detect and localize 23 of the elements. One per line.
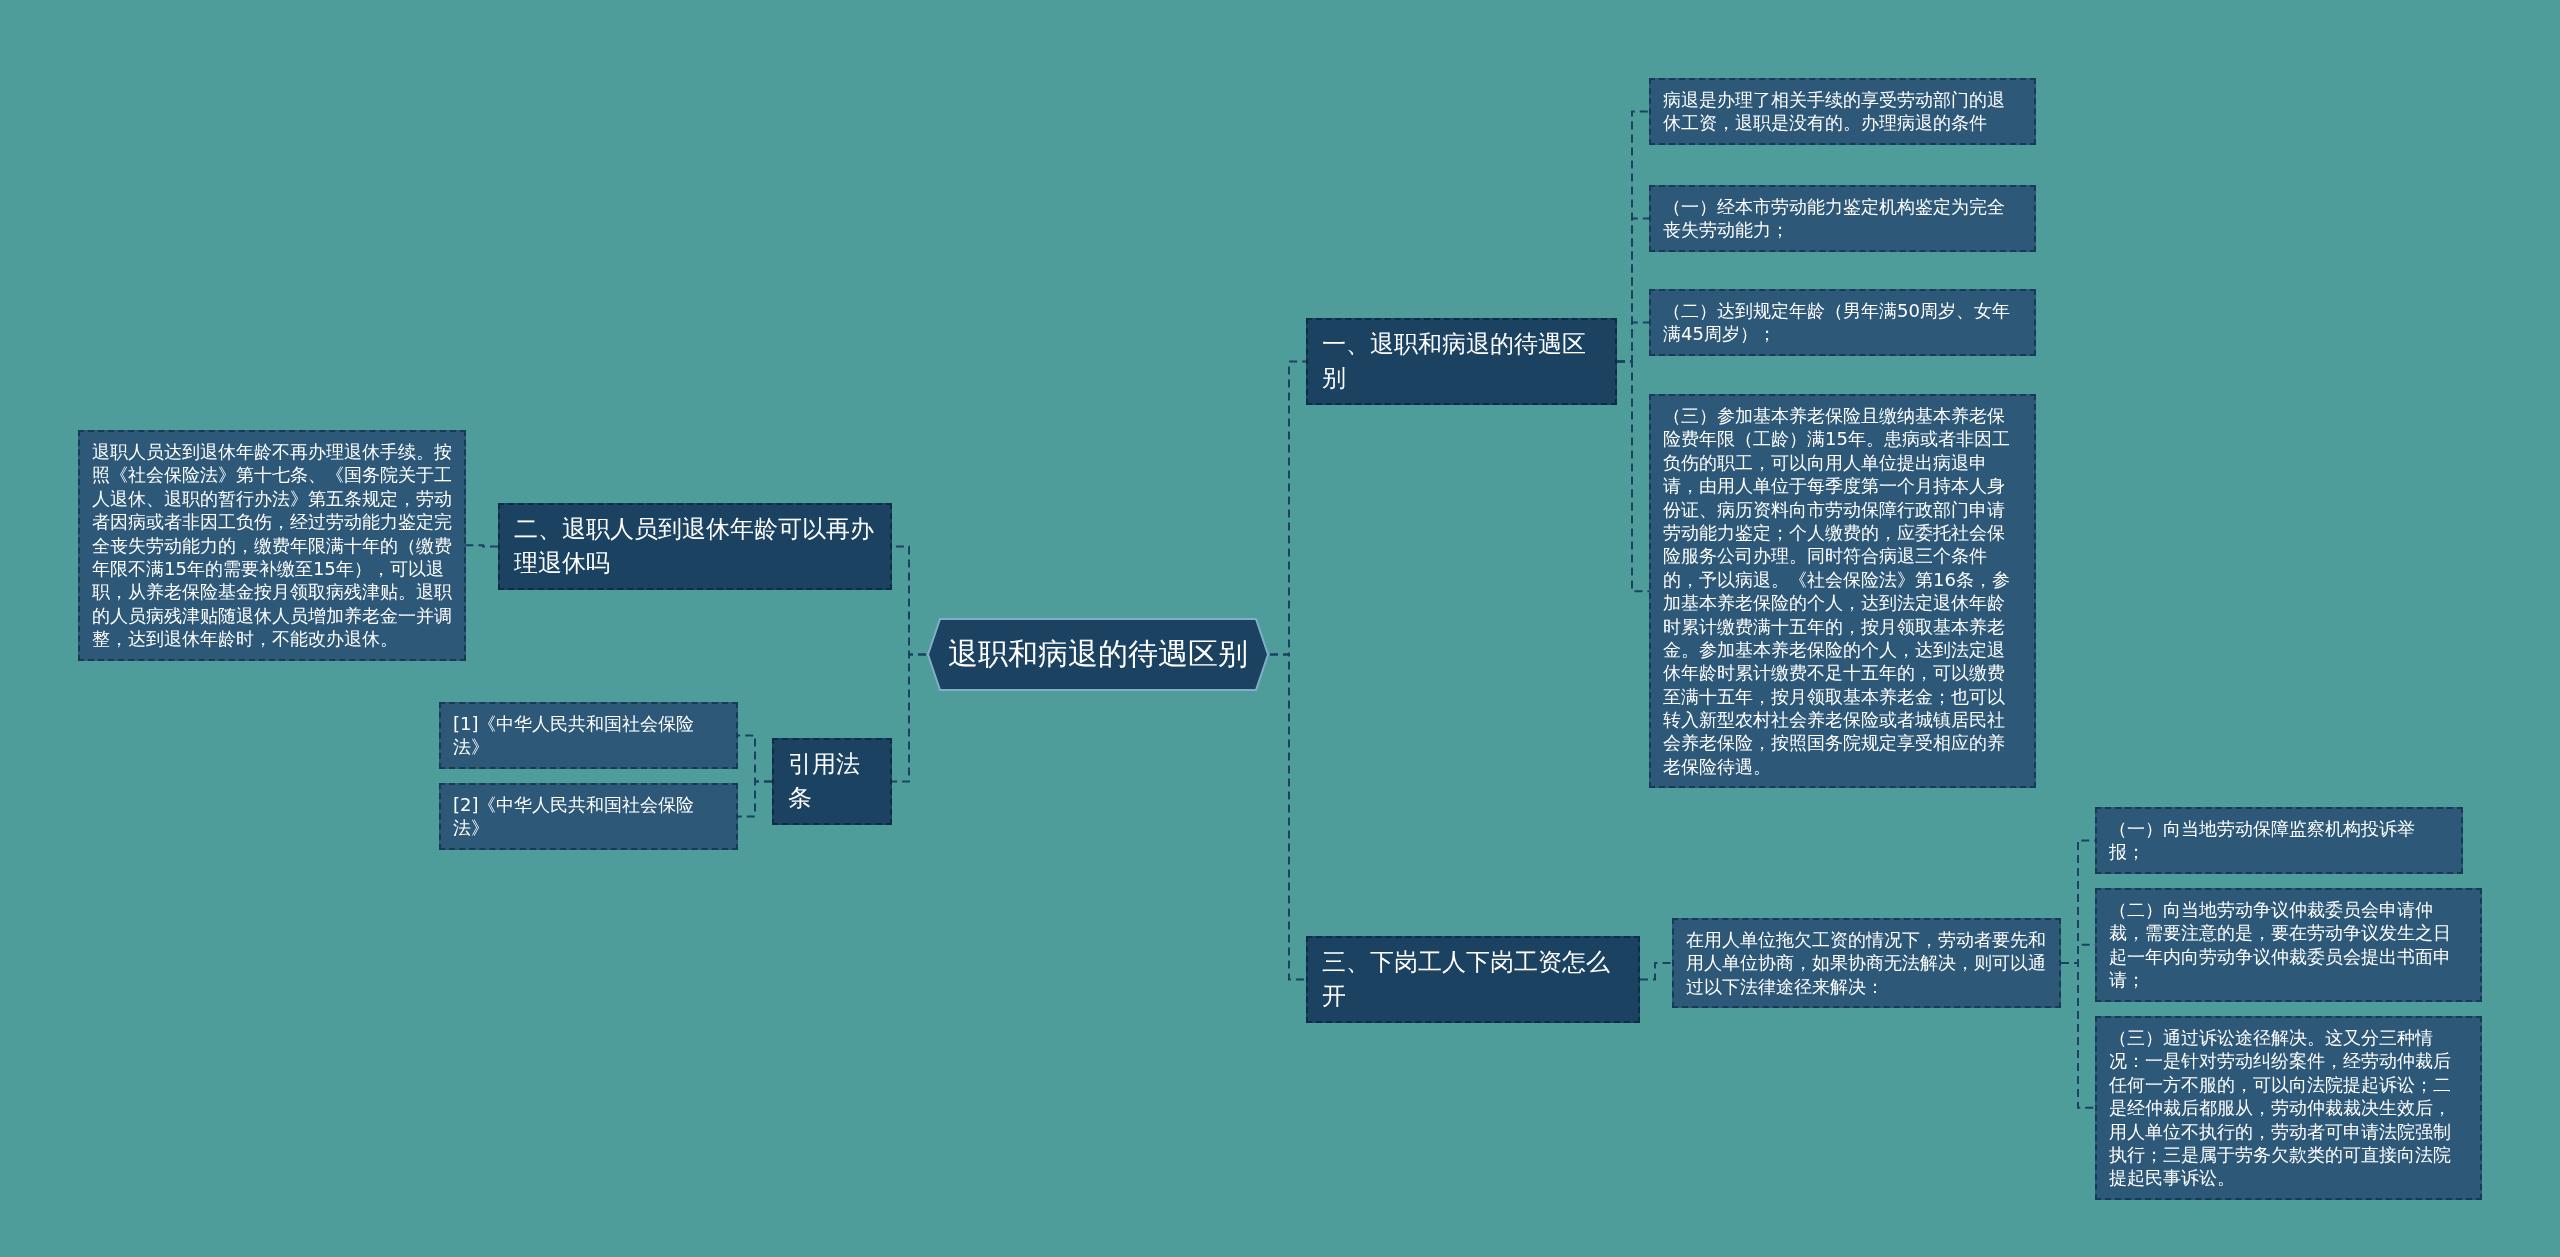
text-box: （一）经本市劳动能力鉴定机构鉴定为完全丧失劳动能力； (1649, 185, 2036, 252)
topic-box: 一、退职和病退的待遇区别 (1306, 318, 1617, 406)
connector (891, 653, 927, 783)
topic-box: 引用法条 (772, 738, 892, 826)
text-box: [1]《中华人民共和国社会保险法》 (439, 702, 738, 769)
text-box: （三）通过诉讼途径解决。这又分三种情况：一是针对劳动纠纷案件，经劳动仲裁后任何一方不服的，可以向法院提起诉讼；二是经仲裁后都服从，劳动仲裁裁决生效后，用人单位不执行的，劳动者可申请法院强制执行；三是属于劳务欠款类的可直接向法院提起民事诉讼。 (2095, 1016, 2482, 1200)
text-box: [2]《中华人民共和国社会保险法》 (439, 783, 738, 850)
topic-box: 二、退职人员到退休年龄可以再办理退休吗 (498, 503, 892, 591)
connector (465, 544, 499, 548)
connector (2060, 962, 2096, 1109)
text-box: （三）参加基本养老保险且缴纳基本养老保险费年限（工龄）满15年。患病或者非因工负伤的职工，可以向用人单位提出病退申请，由用人单位于每季度第一个月持本人身份证、病历资料向市劳动保障行政部门申请劳动能力鉴定；个人缴费的，应委托社会保险服务公司办理。同时符合病退三个条件的，予以病退。《社会保险法》第16条，参加基本养老保险的个人，达到法定退休年龄时累计缴费满十五年的，按月领取基本养老金。参加基本养老保险的个人，达到法定退休年龄时累计缴费不足十五年的，可以缴费至满十五年，按月领取基本养老金；也可以转入新型农村社会养老保险或者城镇居民社会养老保险，按照国务院规定享受相应的养老保险待遇。 (1649, 394, 2036, 789)
text-box: 退职人员达到退休年龄不再办理退休手续。按照《社会保险法》第十七条、《国务院关于工人退休、退职的暂行办法》第五条规定，劳动者因病或者非因工负伤，经过劳动能力鉴定完全丧失劳动能力的，缴费年限满十年的（缴费年限不满15年的需要补缴至15年），可以退职，从养老保险基金按月领取病残津贴。退职的人员病残津贴随退休人员增加养老金一并调整，达到退休年龄时，不能改办退休。 (78, 430, 466, 661)
central-topic: 退职和病退的待遇区别 (926, 617, 1270, 692)
text-box: 在用人单位拖欠工资的情况下，劳动者要先和用人单位协商，如果协商无法解决，则可以通过以下法律途径来解决： (1672, 918, 2061, 1009)
text-box: （一）向当地劳动保障监察机构投诉举报； (2095, 807, 2463, 874)
connector (737, 780, 773, 818)
connector (1639, 962, 1673, 981)
text-box: 病退是办理了相关手续的享受劳动部门的退休工资，退职是没有的。办理病退的条件 (1649, 78, 2036, 145)
connector (1616, 360, 1650, 593)
topic-box: 三、下岗工人下岗工资怎么开 (1306, 936, 1640, 1024)
text-box: （二）达到规定年龄（男年满50周岁、女年满45周岁）； (1649, 289, 2036, 356)
text-box: （二）向当地劳动争议仲裁委员会申请仲裁，需要注意的是，要在劳动争议发生之日起一年内向劳动争议仲裁委员会提出书面申请； (2095, 888, 2482, 1002)
connector (1269, 653, 1307, 981)
